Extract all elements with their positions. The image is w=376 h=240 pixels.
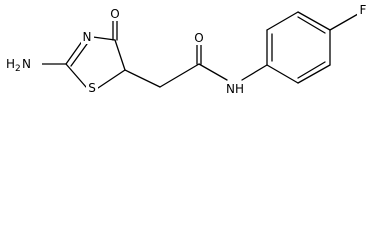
bond-s1-c5 — [97, 69, 126, 89]
bond-nh-aryl — [241, 64, 268, 81]
atom-nh-amide: NH — [226, 82, 244, 96]
atom-s-ring: S — [88, 81, 96, 95]
atom-labels: O N S H 2 N O NH F — [4, 3, 369, 97]
bond-ar-inner-3 — [297, 61, 326, 79]
bond-c5-c4 — [114, 39, 126, 71]
bond-n3-c2-a — [65, 39, 84, 65]
atom-nh2-n: N — [22, 57, 31, 71]
atom-fluorine: F — [360, 3, 367, 17]
thiazolidinone-ring — [41, 20, 126, 89]
atom-o-amide: O — [194, 31, 203, 45]
atom-n-ring: N — [83, 30, 92, 44]
atom-nh2-sub: 2 — [15, 64, 21, 74]
bond-co-nh — [198, 63, 228, 81]
molecule-structure: O N S H 2 N O NH F — [4, 3, 369, 97]
bond-ar-5 — [297, 64, 331, 84]
bond-n3-c2-b — [70, 43, 88, 67]
acetamide-chain — [124, 44, 268, 88]
atom-o-ring: O — [110, 7, 119, 21]
bond-ar-inner-2 — [297, 16, 326, 34]
bond-ar-2 — [266, 11, 299, 31]
bond-ch2-co — [159, 63, 200, 88]
bond-c5-ch2 — [124, 69, 161, 88]
atom-nh2-h: H — [6, 57, 15, 71]
fluorophenyl-ring — [266, 11, 359, 84]
bond-ar-3 — [297, 11, 331, 31]
bond-ar-6 — [266, 64, 299, 84]
bond-c2-s1 — [65, 63, 87, 88]
bond-ar-f — [329, 13, 359, 31]
bond-c4-n3 — [92, 36, 116, 41]
